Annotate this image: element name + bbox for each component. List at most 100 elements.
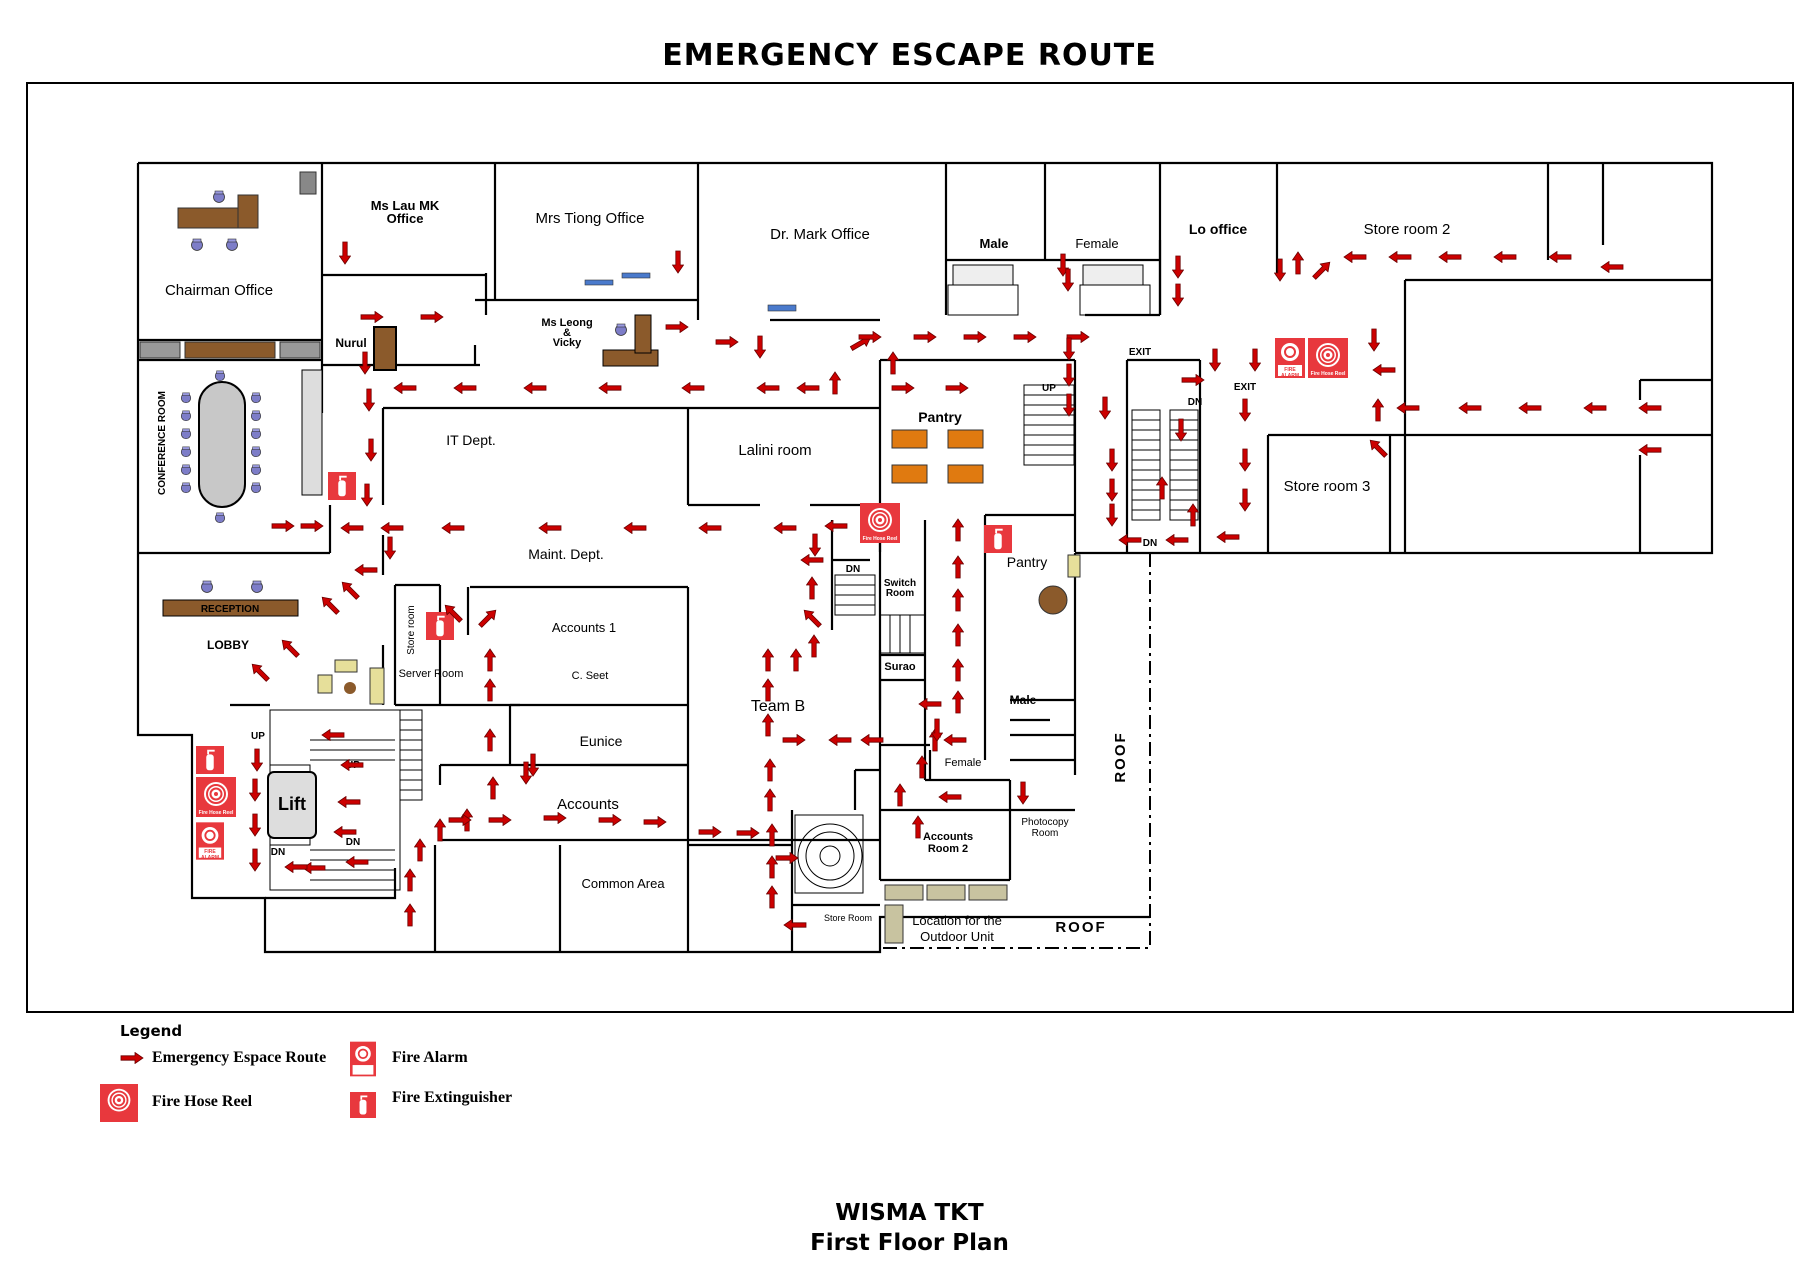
lift-car [267,771,317,839]
room-accounts2-line1: Accounts [923,831,973,843]
room-outdoor-line1: Location for the [912,913,1002,928]
room-conference: CONFERENCE ROOM [157,391,168,495]
legend-heading: Legend [120,1022,183,1040]
escape-route-arrow [809,533,821,557]
escape-route-arrow [1106,478,1118,502]
escape-route-arrow [484,728,496,752]
room-maint-dept: Maint. Dept. [528,546,603,562]
escape-route-arrow [1013,331,1037,343]
escape-route-arrow [952,658,964,682]
escape-route-arrow [790,648,802,672]
alarm-caption-line1: FIRE [1284,367,1296,373]
escape-route-arrow [339,241,351,265]
room-female-top: Female [1075,236,1118,251]
room-lobby: LOBBY [207,638,249,652]
escape-route-arrow [340,522,364,534]
escape-route-arrow [715,336,739,348]
escape-route-arrow [943,734,967,746]
room-server: Server Room [399,668,464,680]
stair-labels: UP DN DN EXIT EXIT DN UP UP DN DN [251,347,1256,858]
room-accounts: Accounts [557,796,619,813]
escape-route-arrow [806,576,818,600]
legend-fire-hose-label: Fire Hose Reel [152,1093,253,1110]
fire-extinguisher-icon [328,472,356,500]
escape-route-arrow [808,634,820,658]
stair-dn-label-5: DN [271,847,285,858]
escape-route-arrow [365,438,377,462]
exit-label-2: EXIT [1234,382,1256,393]
roof-label-horizontal: ROOF [1055,919,1106,936]
escape-route-arrow [773,522,797,534]
escape-route-arrow [762,713,774,737]
escape-route-arrow [1372,364,1396,376]
escape-route-arrow [1017,781,1029,805]
escape-route-arrow [1099,396,1111,420]
escape-route-arrow [317,592,343,618]
escape-route-arrow [1172,255,1184,279]
escape-route-arrow [1118,534,1142,546]
room-outdoor-line2: Outdoor Unit [920,929,994,944]
escape-route-arrow [952,690,964,714]
escape-route-arrow [762,648,774,672]
escape-route-arrow [321,729,345,741]
escape-route-arrow [404,903,416,927]
escape-route-arrow [952,555,964,579]
escape-route-arrow [1548,251,1572,263]
legend-route-label: Emergency Espace Route [152,1049,327,1066]
escape-route-arrow [1249,348,1261,372]
alarm-caption-line2: ALARM [1281,373,1299,379]
map-frame [26,82,1794,1013]
hose-caption: Fire Hose Reel [199,810,234,816]
escape-route-arrow [484,648,496,672]
escape-route-arrow [800,554,824,566]
fire-extinguisher-icon [426,612,454,640]
room-pantry-top: Pantry [918,409,962,425]
escape-route-arrow [824,520,848,532]
room-store-room-small: Store Room [824,913,872,923]
escape-route-arrow [1187,503,1199,527]
escape-route-arrow [1518,402,1542,414]
escape-route-arrow [337,577,363,603]
room-male-mid: Male [1010,693,1037,707]
escape-route-arrow [672,250,684,274]
escape-route-arrow [764,758,776,782]
escape-route-arrow [952,588,964,612]
room-nurul: Nurul [335,336,366,350]
room-c-seet: C. Seet [572,670,609,682]
escape-route-arrow [1292,251,1304,275]
escape-route-arrow [783,919,807,931]
escape-route-arrow [736,827,760,839]
escape-route-arrow [913,331,937,343]
stair-dn-label: DN [1188,397,1202,408]
escape-route-arrow [441,522,465,534]
alarm-caption-line2: ALARM [201,855,219,861]
stair-dn-label-4: DN [346,837,360,848]
room-team-b: Team B [751,698,805,715]
escape-route-arrow [766,823,778,847]
hose-caption: Fire Hose Reel [1311,371,1346,377]
escape-route-arrow [420,311,444,323]
escape-route-arrow [333,826,357,838]
escape-route-arrow [1372,398,1384,422]
room-reception: RECEPTION [201,604,259,615]
exit-label-1: EXIT [1129,347,1151,358]
room-female-mid: Female [945,757,982,769]
stair-dn-label-3: DN [846,564,860,575]
room-switch-line2: Room [886,588,914,599]
escape-route-arrow [952,623,964,647]
escape-route-arrow [1638,402,1662,414]
escape-route-arrow [247,659,273,685]
room-photocopy-line2: Room [1032,828,1059,839]
escape-route-arrow [764,788,776,812]
escape-route-arrow [538,522,562,534]
escape-route-arrow [453,382,477,394]
escape-route-arrow [354,564,378,576]
legend-fire-extinguisher-label: Fire Extinguisher [392,1089,513,1106]
escape-route-arrow [359,351,371,375]
floor-name: First Floor Plan [810,1230,1009,1256]
escape-route-arrow [249,813,261,837]
escape-route-arrow [1600,261,1624,273]
escape-route-arrow [1309,257,1335,283]
room-pantry-mid: Pantry [1007,554,1047,570]
escape-route-arrow [1172,283,1184,307]
